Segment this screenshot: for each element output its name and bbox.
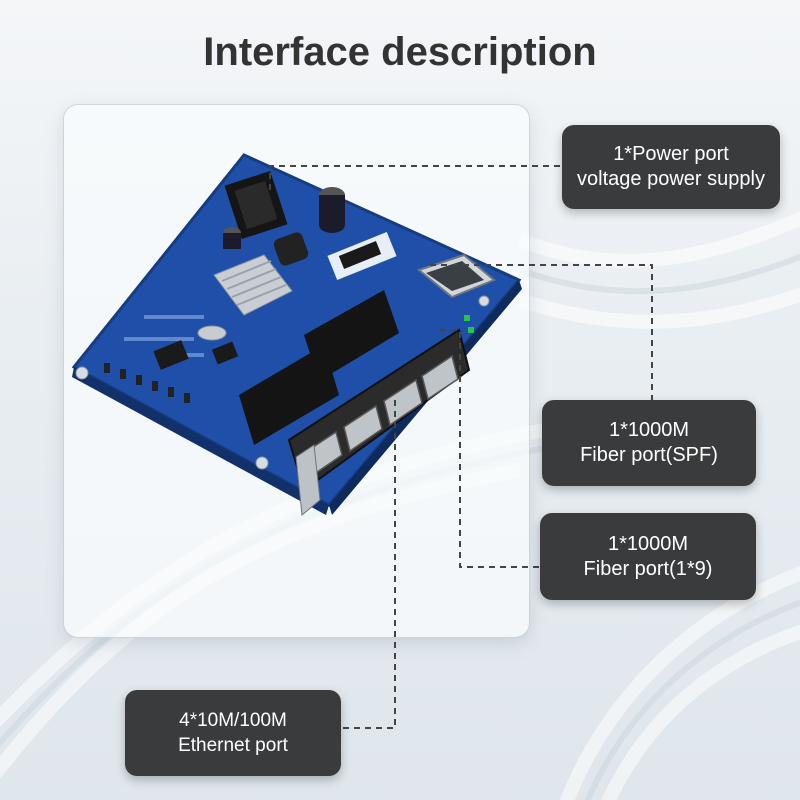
- sfp-port-count: 1*1000M: [608, 419, 690, 441]
- ethernet-port-description: Ethernet port: [178, 735, 288, 756]
- switch-board-image: [71, 153, 522, 516]
- fiber-port-count: 1*1000M: [607, 532, 689, 555]
- page-title: Interface description: [203, 30, 597, 74]
- fiber-port-callout: 1*1000M Fiber port(1*9): [540, 513, 756, 600]
- power-port-description: voltage power supply: [577, 168, 765, 190]
- ethernet-port-count: 4*10M/100M: [179, 710, 287, 731]
- fiber-port-description: Fiber port(1*9): [583, 557, 713, 580]
- sfp-port-description: Fiber port(SPF): [580, 444, 718, 466]
- power-port-count: 1*Power port: [613, 143, 729, 165]
- sfp-port-callout: 1*1000M Fiber port(SPF): [542, 400, 756, 486]
- ethernet-port-callout: 4*10M/100M Ethernet port: [125, 690, 341, 776]
- power-port-callout: 1*Power port voltage power supply: [562, 125, 780, 209]
